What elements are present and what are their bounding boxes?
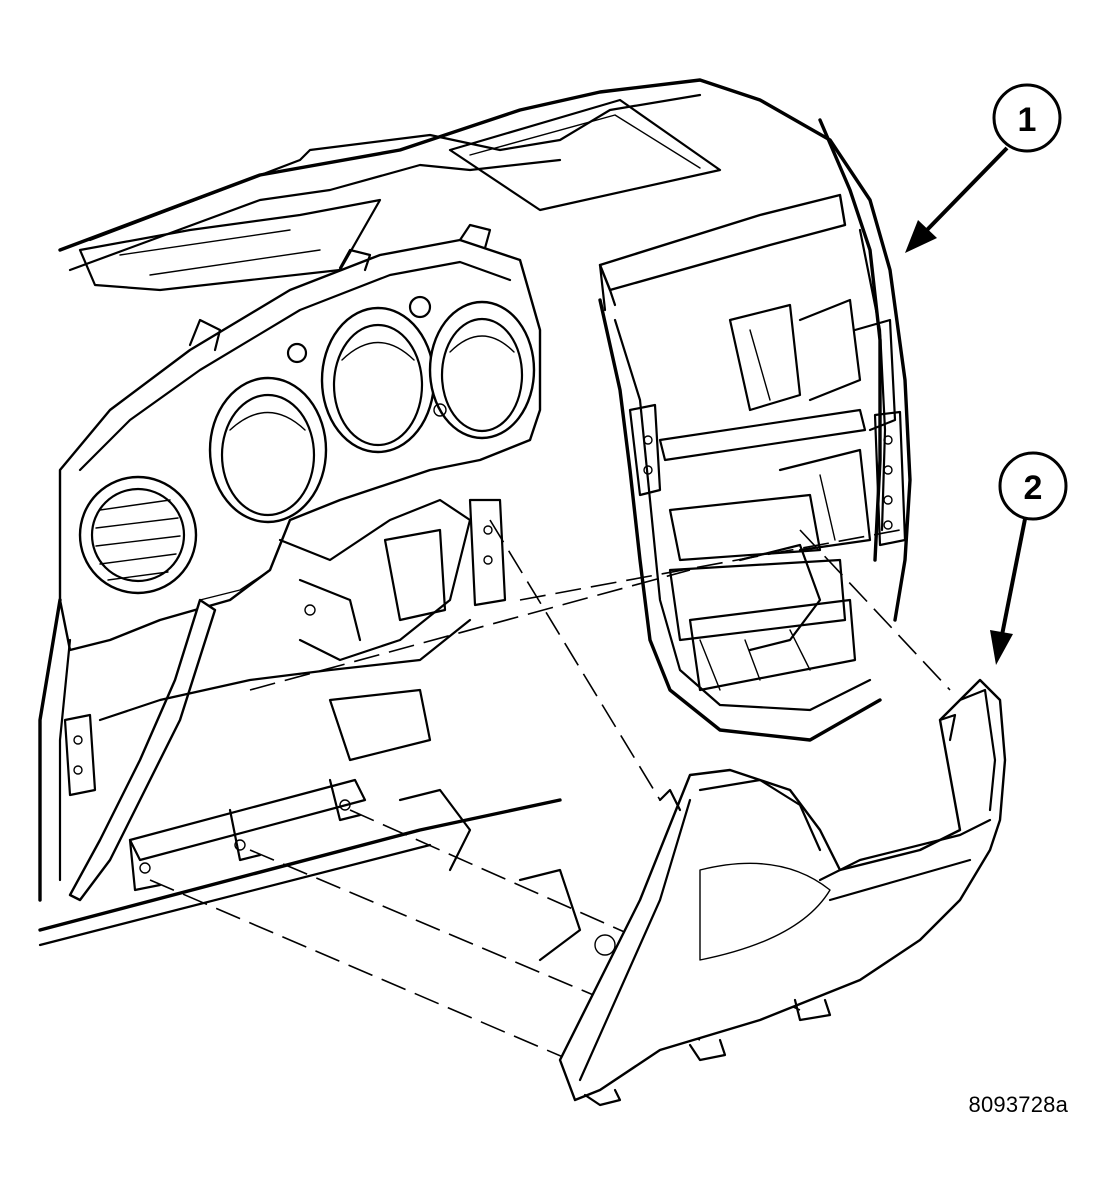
callout-1-arrowhead <box>905 220 937 253</box>
callout-1: 1 <box>905 83 1062 253</box>
instrument-panel <box>38 78 912 962</box>
callout-2-label: 2 <box>1024 469 1043 507</box>
callout-2-arrowhead <box>990 630 1013 665</box>
callout-1-label: 1 <box>1018 101 1037 139</box>
callout-2-circle <box>998 451 1068 521</box>
callout-2-leader <box>1000 518 1027 636</box>
figure-id-label: 8093728a <box>968 1092 1068 1117</box>
center-bezel-lower-trim <box>558 678 1007 1107</box>
callout-1-leader <box>923 146 1009 234</box>
callout-2: 2 <box>990 451 1068 665</box>
callout-1-circle <box>992 83 1062 153</box>
